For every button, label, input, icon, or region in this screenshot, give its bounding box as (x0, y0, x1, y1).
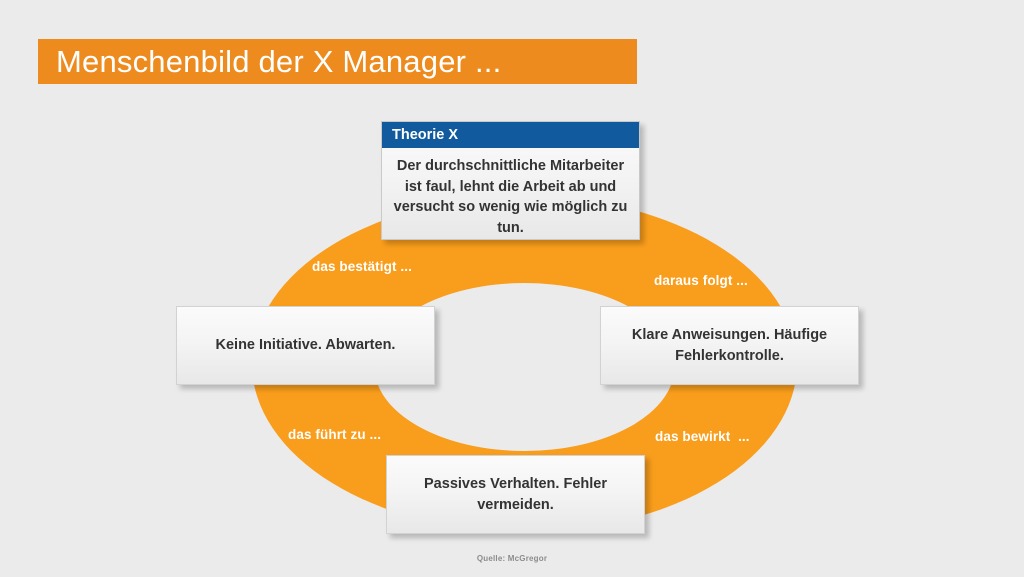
cycle-card-left-text: Keine Initiative. Abwarten. (215, 337, 396, 354)
cycle-label-bottom-right: das bewirkt ... (655, 429, 750, 444)
cycle-card-right: Klare Anweisungen. Häufige Fehlerkontrol… (600, 306, 859, 385)
source-note: Quelle: McGregor (476, 554, 548, 563)
title-banner (38, 39, 637, 84)
cycle-card-bottom-text: Passives Verhalten. Fehler vermeiden. (424, 475, 607, 513)
page-title: Menschenbild der X Manager ... (56, 44, 502, 79)
theory-x-card: Theorie X Der durchschnittliche Mitarbei… (381, 121, 640, 240)
cycle-card-left: Keine Initiative. Abwarten. (176, 306, 435, 385)
theory-x-card-header: Theorie X (382, 122, 639, 148)
cycle-label-top-left: das bestätigt ... (312, 259, 412, 274)
cycle-label-bottom-left: das führt zu ... (288, 427, 382, 442)
cycle-label-top-right: daraus folgt ... (654, 273, 748, 288)
cycle-ring-graphic (252, 196, 797, 532)
cycle-ring-shape (252, 196, 797, 532)
cycle-card-bottom: Passives Verhalten. Fehler vermeiden. (386, 455, 645, 534)
theory-x-card-body: Der durchschnittliche Mitarbeiter ist fa… (393, 158, 628, 236)
cycle-card-right-text: Klare Anweisungen. Häufige Fehlerkontrol… (631, 326, 828, 364)
